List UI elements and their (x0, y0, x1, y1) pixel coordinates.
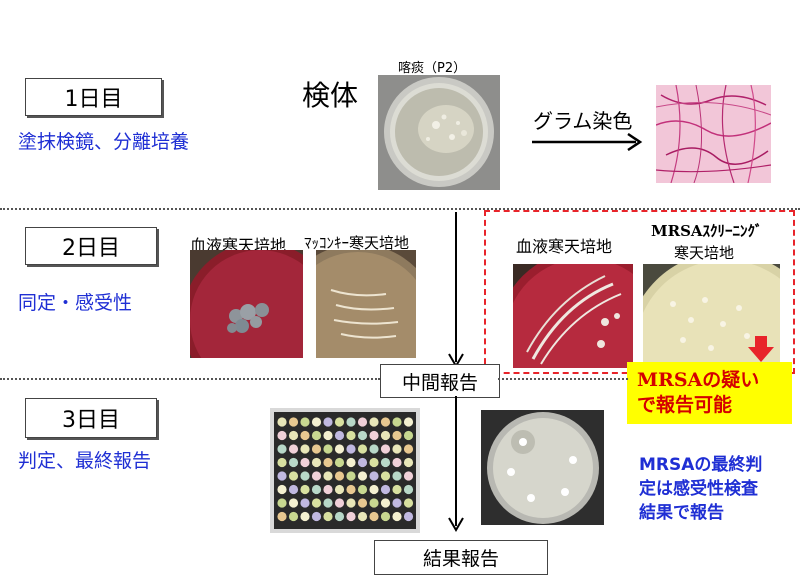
gram-stain-label: グラム染色 (533, 109, 633, 133)
down-arrow-icon (448, 212, 464, 368)
separator-day1-day2 (0, 208, 800, 210)
mrsa-suspect-line1: MRSAの疑い (637, 369, 760, 391)
sputum-plate-photo (378, 75, 500, 190)
specimen-label: 検体 (302, 79, 359, 112)
down-arrow-icon-2 (448, 396, 464, 532)
disk-diffusion-plate-photo (481, 410, 604, 525)
blood-agar-plate-photo (190, 250, 303, 358)
day2-description: 同定・感受性 (18, 292, 133, 314)
separator-day2-day3 (0, 378, 380, 380)
final-note-line2: 定は感受性検査 (639, 479, 758, 499)
macconkey-plate-photo (316, 250, 416, 358)
day1-box: 1日目 (25, 78, 162, 116)
final-report-box: 結果報告 (374, 540, 548, 575)
identification-well-plate-photo (270, 408, 420, 533)
right-arrow-icon (532, 133, 643, 151)
mrsa-screening-agar-photo (643, 264, 780, 368)
macconkey-agar-label: ﾏｯｺﾝｷｰ寒天培地 (304, 234, 410, 252)
interim-report-label: 中間報告 (401, 371, 478, 394)
day3-description: 判定、最終報告 (18, 450, 152, 472)
separator-day2-day3-right (498, 378, 628, 380)
mrsa-screening-label-line2: 寒天培地 (674, 244, 735, 262)
sputum-sample-label: 喀痰（P2） (398, 61, 467, 76)
day3-box-label: 3日目 (62, 408, 120, 433)
final-note-line3: 結果で報告 (639, 503, 724, 523)
red-down-arrow-icon (748, 336, 774, 362)
day1-description: 塗抹検鏡、分離培養 (18, 131, 190, 153)
mrsa-suspect-line2: で報告可能 (637, 394, 733, 416)
mrsa-blood-agar-photo (513, 264, 633, 368)
gram-stain-photo (656, 85, 771, 183)
day1-box-label: 1日目 (64, 87, 123, 112)
final-report-label: 結果報告 (422, 548, 499, 570)
day2-box-label: 2日目 (62, 236, 120, 261)
mrsa-suspect-callout: MRSAの疑い で報告可能 (627, 362, 792, 424)
final-note-line1: MRSAの最終判 (639, 455, 763, 475)
mrsa-blood-agar-label: 血液寒天培地 (516, 237, 613, 256)
interim-report-box: 中間報告 (380, 364, 500, 398)
day3-box: 3日目 (25, 398, 157, 438)
mrsa-screening-label-line1: MRSAｽｸﾘｰﾆﾝｸﾞ (651, 222, 763, 240)
day2-box: 2日目 (25, 227, 157, 265)
